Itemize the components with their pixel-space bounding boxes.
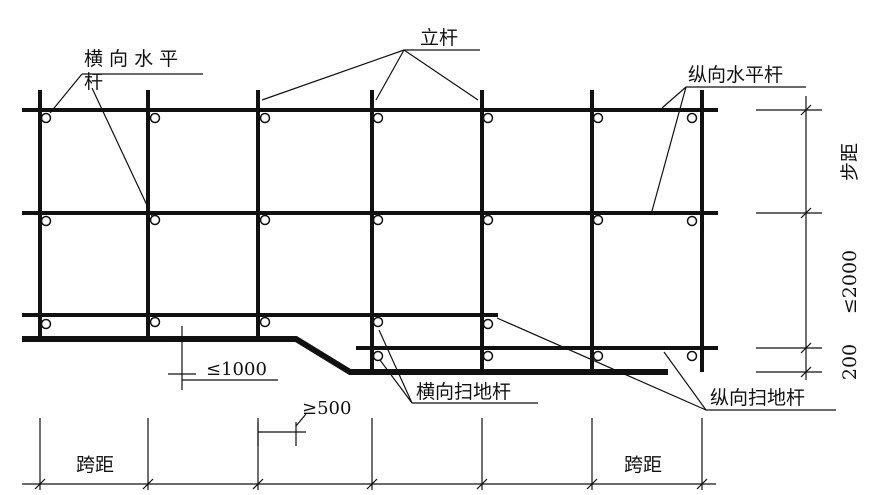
transverse-bar-ends	[40, 112, 698, 362]
label-span-right: 跨距	[624, 454, 662, 476]
bar-end-circle	[149, 316, 161, 328]
dim-500-leader	[295, 413, 307, 427]
ground	[22, 336, 668, 375]
bar-end-circle	[592, 350, 604, 362]
bar-end-circle	[592, 112, 604, 124]
label-transverse-horizontal-bar-2: 杆	[84, 71, 103, 93]
label-step-distance: 步距	[839, 143, 861, 181]
leader-longitudinal-sweep-2	[663, 351, 707, 411]
bar-end-circle	[482, 318, 494, 330]
label-min-500: ≥500	[302, 398, 351, 419]
leader-transverse-sweep-2	[379, 359, 413, 404]
bar-end-circle	[40, 112, 52, 124]
leader-lines	[49, 49, 836, 411]
bar-end-circle	[149, 112, 161, 124]
span-dim-slash	[696, 478, 708, 490]
vertical-dim-slash	[800, 104, 812, 116]
leader-longitudinal-sweep-1	[496, 317, 707, 411]
upright-poles	[38, 90, 704, 372]
label-dim-200: 200	[839, 344, 861, 380]
vertical-dim-slash	[800, 207, 812, 219]
bar-end-circle	[40, 215, 52, 227]
label-transverse-sweep-bar: 横向扫地杆	[416, 381, 511, 403]
label-longitudinal-sweep-bar: 纵向扫地杆	[710, 387, 805, 409]
span-dim-slash	[34, 478, 46, 490]
bar-end-circle	[372, 112, 384, 124]
dim-1000	[168, 326, 278, 390]
leader-transverse-2	[91, 87, 153, 217]
leader-upright-2	[375, 49, 405, 101]
bar-end-circle	[372, 214, 384, 226]
leader-upright-3	[403, 49, 479, 101]
label-span-left: 跨距	[76, 454, 114, 476]
span-dim-slash	[252, 478, 264, 490]
bar-end-circle	[372, 316, 384, 328]
span-dim-slash	[142, 478, 154, 490]
bar-end-circle	[592, 214, 604, 226]
label-upright: 立杆	[420, 27, 458, 49]
leader-upright-1	[261, 49, 405, 101]
span-dim-slash	[476, 478, 488, 490]
label-transverse-horizontal-bar: 横 向 水 平	[84, 48, 178, 70]
span-dim-slash	[586, 478, 598, 490]
span-dimension	[22, 418, 716, 490]
vertical-dim-slash	[800, 366, 812, 378]
bar-end-circle	[482, 350, 494, 362]
leader-longitudinal-1	[661, 86, 687, 109]
bar-end-circle	[686, 350, 698, 362]
bar-end-circle	[259, 316, 271, 328]
vertical-dimension	[756, 96, 822, 380]
ground-line	[22, 336, 668, 375]
label-longitudinal-horizontal-bar: 纵向水平杆	[688, 64, 783, 86]
bar-end-circle	[686, 112, 698, 124]
leader-transverse-sweep-1	[378, 329, 413, 404]
bar-end-circle	[482, 214, 494, 226]
dim-500	[257, 413, 307, 446]
bar-end-circle	[259, 214, 271, 226]
bar-end-circle	[686, 215, 698, 227]
leader-longitudinal-2	[651, 86, 687, 212]
bar-end-circle	[372, 350, 384, 362]
bar-end-circle	[482, 112, 494, 124]
label-max-1000: ≤1000	[206, 359, 267, 380]
span-dim-slash	[366, 478, 378, 490]
vertical-dim-slash	[800, 342, 812, 354]
longitudinal-bars	[22, 108, 718, 350]
bar-end-circle	[259, 112, 271, 124]
bar-end-circle	[149, 214, 161, 226]
leader-transverse-1	[49, 73, 83, 114]
label-max-2000: ≤2000	[839, 250, 861, 314]
bar-end-circle	[40, 318, 52, 330]
